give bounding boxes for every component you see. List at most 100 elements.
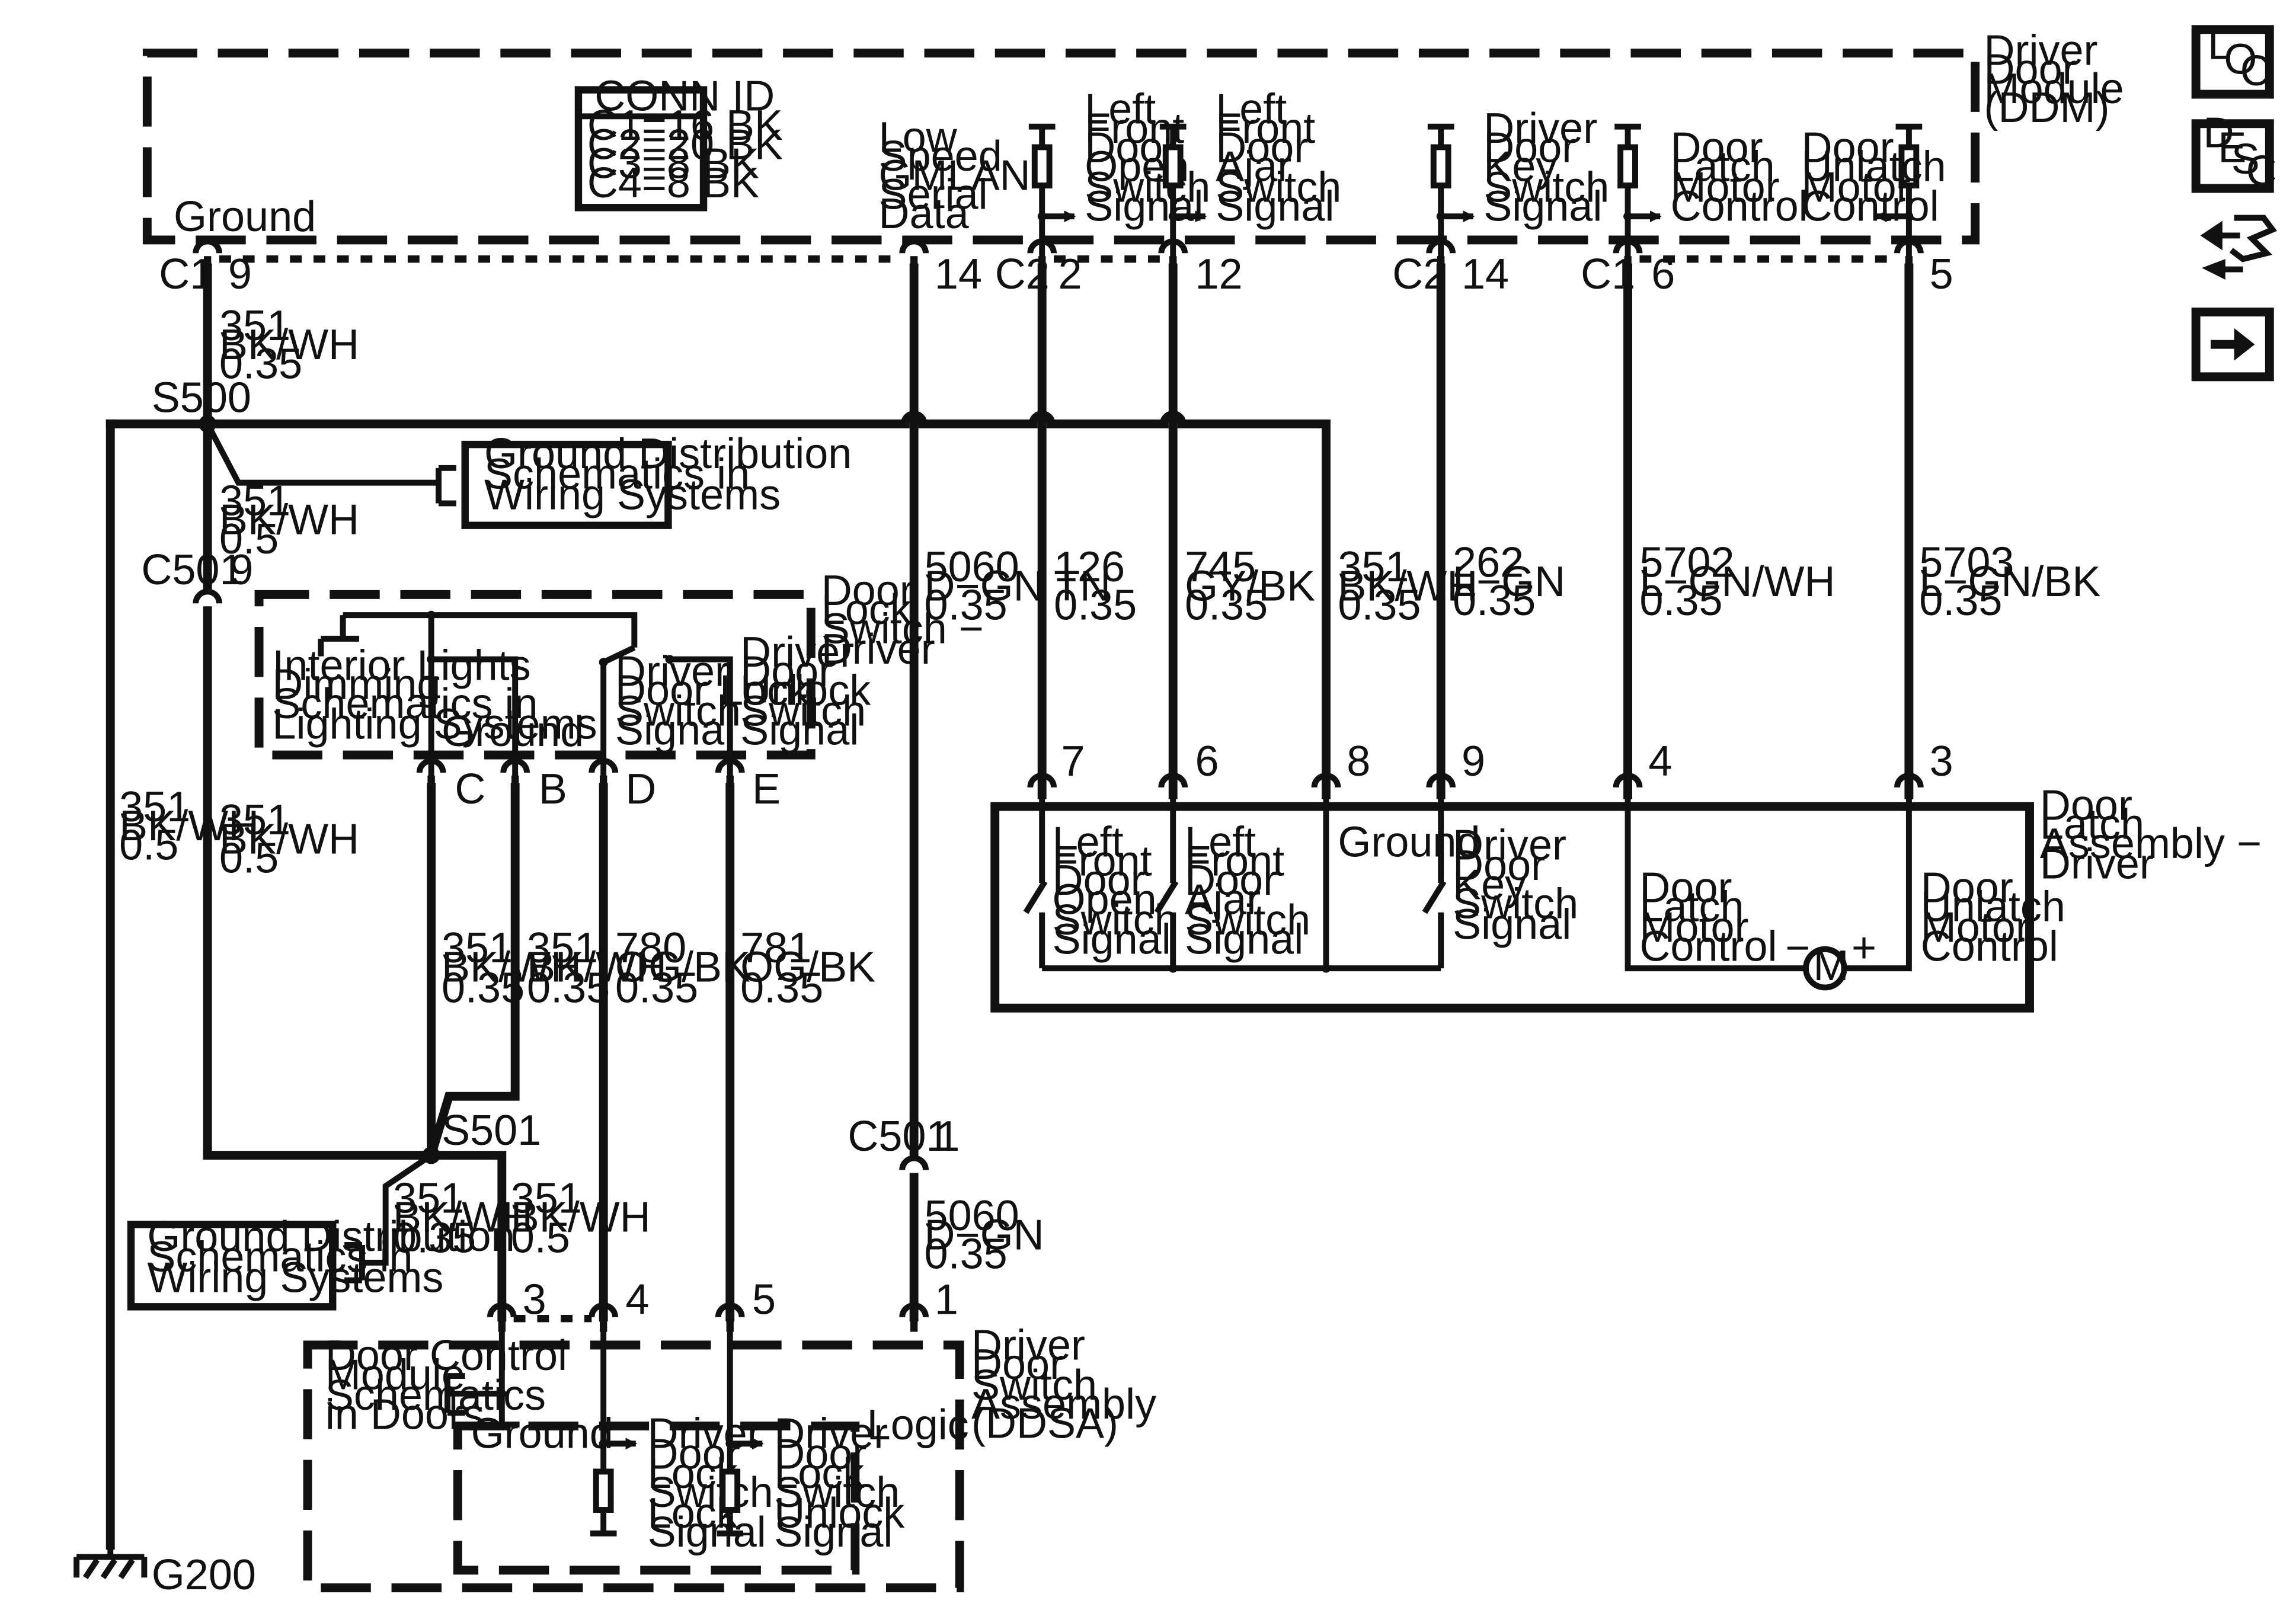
svg-text:Driver: Driver — [971, 1322, 1085, 1369]
svg-text:3: 3 — [523, 1276, 546, 1324]
door-latch-assembly-title: Door Latch Assembly − Driver — [2040, 782, 2262, 888]
door-lock-switch-connectors: C B D E — [420, 761, 781, 813]
ddm-key-signal: Driver Door Key Switch Signal — [1427, 105, 1609, 260]
svg-text:351: 351 — [119, 783, 190, 831]
svg-text:Door: Door — [740, 648, 833, 695]
svg-text:Signal: Signal — [615, 707, 734, 754]
svg-text:S: S — [2231, 136, 2260, 183]
svg-text:Ground: Ground — [1338, 818, 1480, 866]
ground-distribution-ref-top: Ground Distribution Schematics in Wiring… — [204, 422, 852, 529]
svg-text:8: 8 — [1347, 738, 1370, 785]
svg-text:Door: Door — [774, 1430, 866, 1478]
svg-text:Switch: Switch — [1453, 881, 1578, 928]
door-latch-assembly-box — [990, 802, 2034, 1013]
svg-text:262: 262 — [1453, 539, 1524, 587]
svg-text:Motor: Motor — [1671, 164, 1780, 211]
svg-text:GY/BK: GY/BK — [1185, 562, 1315, 610]
ddsa-title: Driver Door Switch Assembly (DDSA) — [971, 1322, 1156, 1448]
door-lock-switch-internal: Interior Lights Dimming Schematics in Li… — [272, 610, 871, 777]
svg-text:D−GN: D−GN — [925, 562, 1044, 610]
svg-text:351: 351 — [511, 1174, 582, 1222]
svg-text:0.35: 0.35 — [527, 964, 610, 1012]
connector-c501-top: C501 9 — [141, 546, 253, 603]
svg-text:Lock: Lock — [821, 586, 912, 633]
door-lock-switch-box — [254, 590, 816, 760]
svg-text:Schematics in: Schematics in — [147, 1234, 412, 1281]
svg-text:Schematics in: Schematics in — [484, 451, 750, 498]
svg-text:126: 126 — [1054, 543, 1125, 591]
svg-text:(DDSA): (DDSA) — [971, 1400, 1118, 1447]
svg-text:351: 351 — [219, 477, 290, 524]
loc-icon[interactable]: L O C — [2191, 21, 2274, 99]
svg-text:Ajar: Ajar — [1185, 876, 1261, 923]
svg-text:Door: Door — [1802, 124, 1894, 171]
svg-text:Key: Key — [1483, 143, 1557, 191]
svg-text:BK/WH: BK/WH — [219, 497, 359, 544]
svg-text:+: + — [1851, 924, 1876, 972]
svg-text:Door: Door — [1671, 124, 1763, 171]
svg-text:Left: Left — [1053, 818, 1124, 866]
svg-text:Schematics: Schematics — [325, 1372, 546, 1419]
ddm-ajar-signal: Left Front Door Ajar Switch Signal — [1159, 86, 1341, 260]
ddm-unlatch-control: Door Unlatch Motor Control — [1802, 123, 1946, 260]
svg-text:Signal: Signal — [1453, 901, 1571, 948]
svg-text:780: 780 — [615, 924, 686, 972]
svg-text:Door Control: Door Control — [325, 1332, 567, 1379]
wire-351-pin-b: 351 BK/WH 0.35 — [426, 783, 667, 1161]
chassis-ground-icon — [73, 1545, 148, 1580]
svg-text:Door: Door — [1984, 46, 2077, 94]
svg-text:BK/WH: BK/WH — [511, 1194, 651, 1241]
svg-text:Signal: Signal — [1483, 183, 1602, 231]
svg-text:BK/WH: BK/WH — [119, 802, 259, 850]
svg-text:5: 5 — [1930, 251, 1953, 298]
svg-text:Driver: Driver — [615, 648, 729, 695]
svg-text:351: 351 — [219, 302, 290, 350]
svg-text:Driver: Driver — [1453, 821, 1566, 869]
svg-text:Driver: Driver — [740, 629, 854, 676]
svg-text:D−GN: D−GN — [925, 1211, 1044, 1259]
svg-text:Dimming: Dimming — [272, 661, 440, 709]
svg-text:E: E — [752, 766, 781, 813]
connector-repair-icon[interactable] — [2200, 215, 2278, 280]
svg-text:Unlock: Unlock — [740, 667, 871, 715]
wire-351-pin-3: 351 BK/WH 0.5 — [427, 1151, 651, 1322]
svg-text:Motor: Motor — [1921, 904, 2030, 951]
svg-text:5060: 5060 — [925, 1192, 1019, 1240]
svg-text:Front: Front — [1053, 838, 1152, 885]
svg-text:GMLAN: GMLAN — [879, 152, 1031, 199]
svg-text:351: 351 — [1338, 543, 1409, 591]
svg-text:Switch: Switch — [648, 1469, 773, 1516]
wire-5060: 5060 D−GN 0.35 — [909, 263, 1044, 1160]
svg-text:Ground Distribution: Ground Distribution — [484, 430, 852, 478]
svg-text:745: 745 — [1185, 543, 1256, 591]
svg-text:5702: 5702 — [1639, 539, 1734, 587]
desc-icon[interactable]: D E S C — [2191, 109, 2277, 195]
wire-781: 781 OG/BK 0.35 — [725, 783, 875, 1322]
ddsa-unlock-signal: Driver Door Lock Switch Unlock Signal — [717, 1331, 905, 1556]
svg-text:Motor: Motor — [1639, 904, 1748, 951]
svg-text:C3=8 BK: C3=8 BK — [587, 140, 759, 188]
connector-c501-bottom: C501 1 — [848, 1113, 960, 1170]
svg-text:Motor: Motor — [1802, 164, 1911, 211]
svg-text:Switch: Switch — [1053, 897, 1178, 944]
ground-wire-351: 351 BK/WH 0.35 — [203, 263, 359, 428]
next-arrow-icon[interactable] — [2191, 308, 2274, 382]
svg-text:C4=8 BK: C4=8 BK — [587, 159, 759, 207]
svg-text:7: 7 — [1061, 738, 1085, 785]
svg-text:Door: Door — [1639, 864, 1732, 911]
svg-text:BK/WH: BK/WH — [219, 815, 359, 863]
wire-5060-lower: 5060 D−GN 0.35 — [909, 1173, 1044, 1322]
svg-text:0.5: 0.5 — [219, 835, 279, 882]
svg-text:Unlock: Unlock — [774, 1490, 905, 1537]
svg-text:D: D — [625, 766, 656, 813]
wire-262: 262 L−GN 0.35 — [1436, 263, 1565, 799]
svg-text:1: 1 — [936, 1113, 960, 1160]
svg-text:Data: Data — [879, 190, 970, 238]
svg-text:Open: Open — [1053, 876, 1157, 923]
ground-g200-label: G200 — [152, 1551, 256, 1599]
svg-text:Latch: Latch — [1639, 884, 1744, 931]
svg-text:9: 9 — [229, 546, 253, 594]
svg-text:B: B — [539, 766, 567, 813]
svg-text:0.5: 0.5 — [219, 516, 279, 563]
door-lock-switch-title: Door Lock Switch − Driver — [821, 567, 984, 673]
